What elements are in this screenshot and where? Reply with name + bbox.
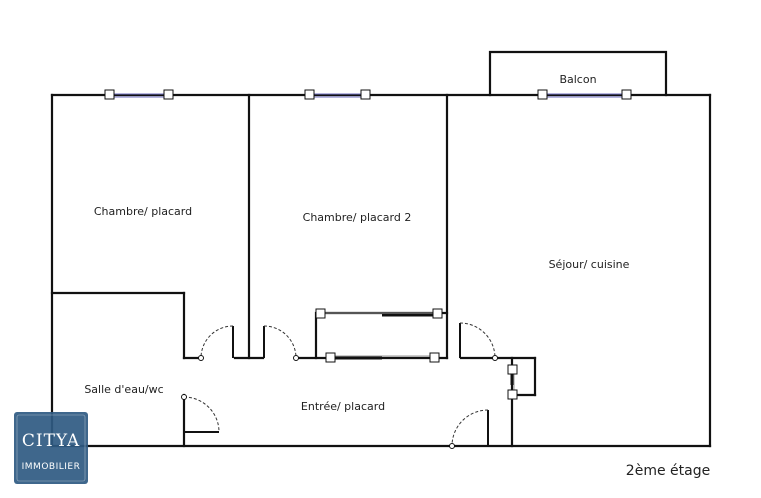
window-balcon <box>537 89 632 100</box>
window-chambre2 <box>304 89 371 100</box>
floor-label: 2ème étage <box>626 463 710 479</box>
door-entree <box>449 409 489 449</box>
window-chambre1 <box>104 89 174 100</box>
room-labels: Balcon Chambre/ placard Chambre/ placard… <box>84 73 629 413</box>
door-sejour <box>459 322 498 361</box>
label-entree: Entrée/ placard <box>301 400 385 413</box>
sliding-doors <box>315 308 518 400</box>
door-chambre1 <box>198 325 234 361</box>
logo: CITYA IMMOBILIER <box>14 412 88 484</box>
label-chambre2: Chambre/ placard 2 <box>303 211 412 224</box>
door-chambre2 <box>263 325 299 361</box>
label-sejour: Séjour/ cuisine <box>549 258 630 271</box>
label-chambre1: Chambre/ placard <box>94 205 192 218</box>
windows <box>104 89 632 100</box>
label-salle: Salle d'eau/wc <box>84 383 163 396</box>
swing-doors <box>181 322 498 449</box>
logo-line1: CITYA <box>22 431 80 451</box>
logo-line2: IMMOBILIER <box>22 462 81 472</box>
door-salle <box>181 394 220 433</box>
label-balcon: Balcon <box>559 73 596 86</box>
